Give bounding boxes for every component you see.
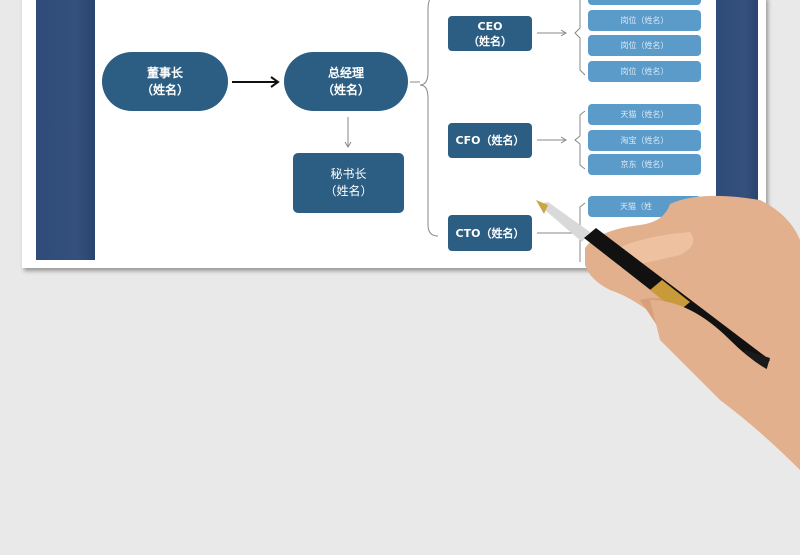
secretary-name: （姓名） bbox=[324, 184, 373, 198]
cto-node[interactable]: CTO（姓名） bbox=[448, 215, 532, 251]
cfo-role[interactable]: 淘宝（姓名） bbox=[588, 130, 701, 151]
gm-name: （姓名） bbox=[321, 82, 370, 97]
cfo-node[interactable]: CFO（姓名） bbox=[448, 123, 532, 158]
ceo-role[interactable]: 岗位（姓名） bbox=[588, 35, 701, 56]
cfo-role[interactable]: 天猫（姓名） bbox=[588, 104, 701, 125]
chairman-name: （姓名） bbox=[140, 82, 189, 97]
ceo-name: （姓名） bbox=[468, 34, 512, 48]
ceo-role[interactable]: 岗位（姓名） bbox=[588, 10, 701, 31]
ceo-role-cut bbox=[588, 0, 701, 5]
right-band bbox=[716, 0, 758, 210]
secretary-title: 秘书长 bbox=[330, 167, 367, 181]
cto-brace bbox=[579, 202, 586, 262]
ceo-node[interactable]: CEO （姓名） bbox=[448, 16, 532, 51]
main-brace bbox=[410, 0, 439, 237]
ceo-role[interactable]: 岗位（姓名） bbox=[588, 61, 701, 82]
secretary-node[interactable]: 秘书长 （姓名） bbox=[293, 153, 404, 213]
cfo-label: CFO（姓名） bbox=[455, 134, 525, 147]
chairman-node[interactable]: 董事长 （姓名） bbox=[102, 52, 228, 111]
cto-label: CTO（姓名） bbox=[455, 226, 525, 240]
cfo-brace bbox=[574, 110, 586, 170]
arrow-chairman-gm bbox=[232, 76, 280, 88]
ceo-title: CEO bbox=[477, 19, 503, 33]
left-band bbox=[36, 0, 95, 260]
ceo-brace bbox=[574, 0, 586, 76]
gm-node[interactable]: 总经理 （姓名） bbox=[284, 52, 408, 111]
cfo-role[interactable]: 京东（姓名） bbox=[588, 154, 701, 175]
gm-title: 总经理 bbox=[327, 65, 364, 80]
chairman-title: 董事长 bbox=[146, 65, 183, 80]
